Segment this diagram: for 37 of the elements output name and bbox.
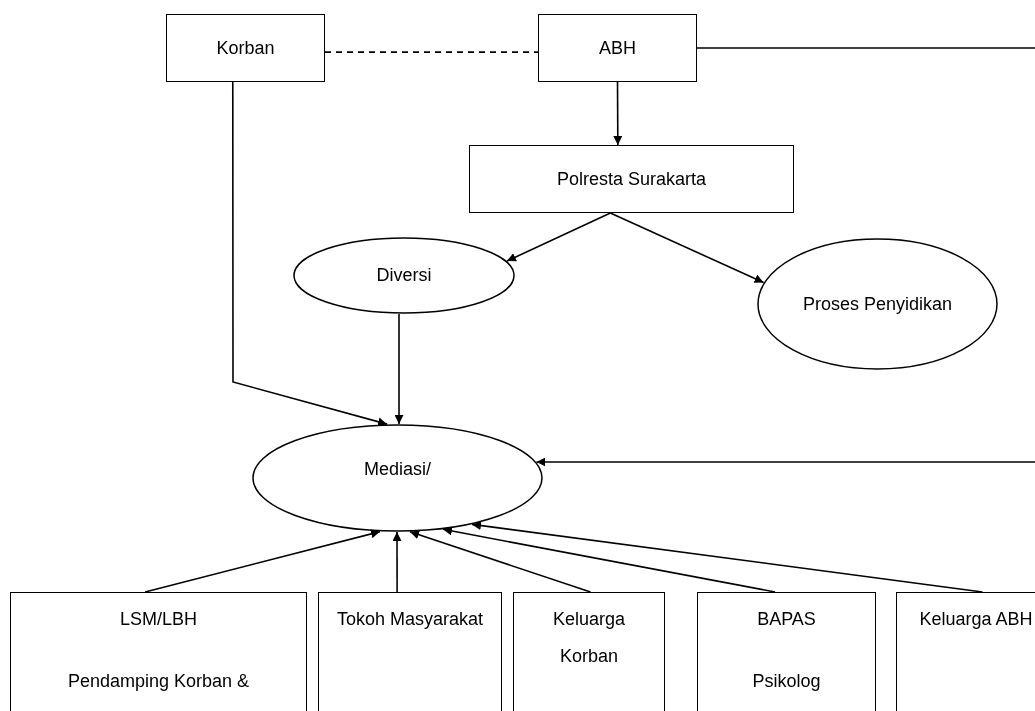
ellipse-node bbox=[293, 237, 515, 314]
ellipse-node bbox=[252, 424, 543, 532]
arrow bbox=[506, 212, 612, 262]
process-box bbox=[469, 145, 794, 213]
dashed-line bbox=[324, 51, 539, 53]
process-box bbox=[318, 592, 502, 711]
arrow bbox=[409, 530, 592, 593]
process-box bbox=[10, 592, 307, 711]
process-box bbox=[166, 14, 325, 82]
node-label: Tokoh Masyarakat bbox=[335, 608, 485, 631]
node-label: Polresta Surakarta bbox=[555, 167, 708, 191]
node-label: BAPAS bbox=[756, 608, 817, 631]
arrow bbox=[471, 521, 984, 593]
arrow bbox=[442, 526, 776, 593]
connector-line bbox=[696, 47, 1035, 49]
node-label: Keluarga Korban bbox=[551, 608, 627, 668]
node-label: Korban bbox=[215, 36, 276, 60]
node-label: Keluarga ABH bbox=[918, 608, 1034, 631]
arrow bbox=[392, 531, 402, 593]
arrow bbox=[613, 81, 623, 146]
process-box bbox=[513, 592, 665, 711]
arrow bbox=[609, 212, 765, 284]
process-box bbox=[896, 592, 1035, 711]
process-box bbox=[538, 14, 697, 82]
node-label: ABH bbox=[598, 36, 637, 60]
node-label: Pendamping Korban & bbox=[66, 670, 251, 693]
node-label: Mediasi/ bbox=[363, 457, 432, 481]
arrow bbox=[394, 313, 404, 425]
ellipse-node bbox=[757, 238, 998, 370]
arrow bbox=[535, 457, 1035, 467]
process-box bbox=[697, 592, 876, 711]
arrow bbox=[232, 81, 388, 427]
node-label: Psikolog bbox=[751, 670, 822, 693]
node-label: LSM/LBH bbox=[119, 608, 198, 631]
arrow bbox=[144, 529, 381, 593]
node-label: Diversi bbox=[375, 264, 433, 287]
node-label: Proses Penyidikan bbox=[801, 292, 954, 316]
